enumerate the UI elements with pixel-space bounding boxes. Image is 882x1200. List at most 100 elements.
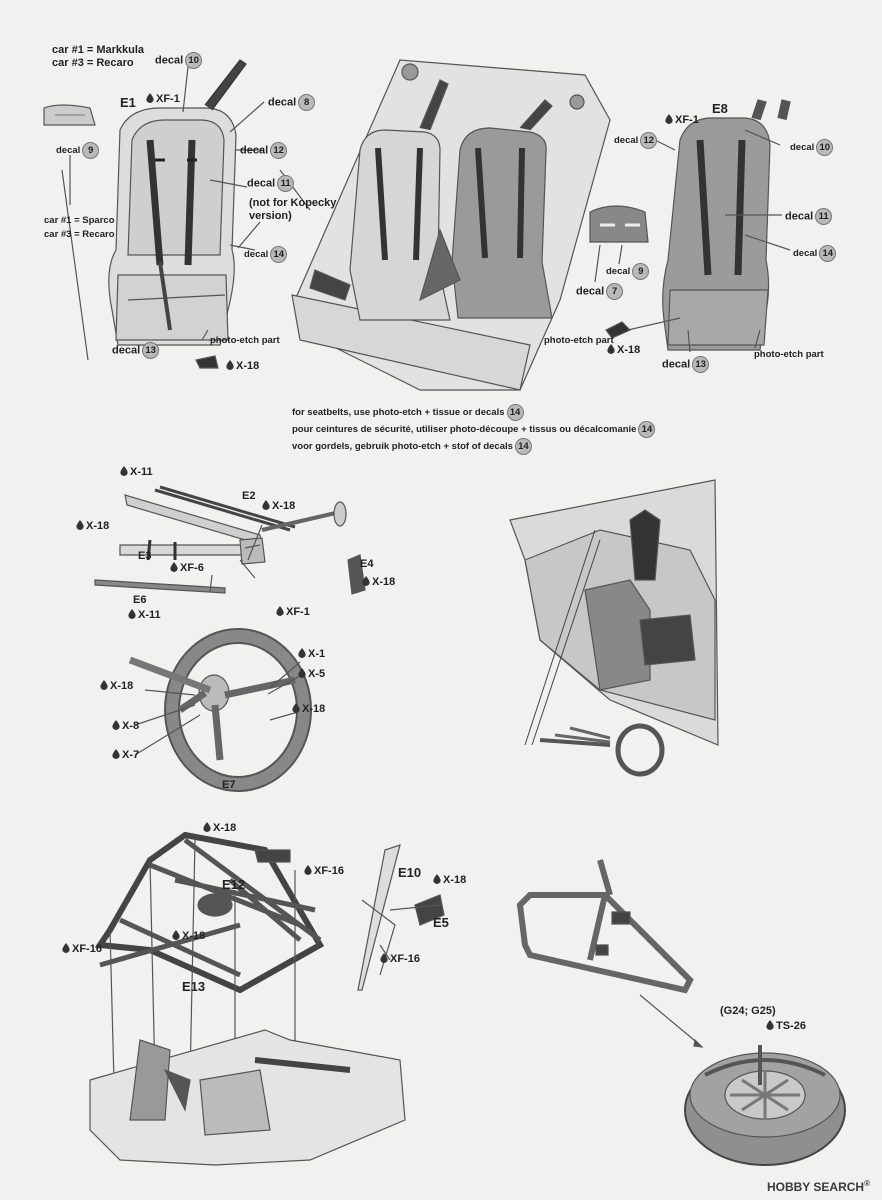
paint-x8: X-8 xyxy=(112,720,139,733)
paint-drop-icon xyxy=(665,114,673,124)
decal-word: decal xyxy=(790,142,815,154)
decal-number-13: 13 xyxy=(692,356,710,373)
car-note-recaro-top: car #3 = Recaro xyxy=(52,57,134,69)
rollcage-drawing xyxy=(89,831,445,1166)
decal-number-10: 10 xyxy=(185,52,203,69)
paint-code: XF-1 xyxy=(675,114,699,126)
paint-drop-icon xyxy=(226,360,234,370)
decal-word: decal xyxy=(793,248,818,260)
paint-xf1-right-callout: XF-1 xyxy=(665,114,699,127)
paint-code: X-18 xyxy=(272,500,296,512)
decal-number-9: 9 xyxy=(82,142,100,159)
seatbelt-note-en: for seatbelts, use photo-etch + tissue o… xyxy=(292,404,655,421)
decal-number-12: 12 xyxy=(640,132,658,149)
decal-number-11: 11 xyxy=(815,208,833,225)
part-e13-label: E13 xyxy=(182,979,206,994)
paint-code: X-18 xyxy=(110,680,134,692)
paint-x18-cage-top: X-18 xyxy=(203,822,236,835)
paint-drop-icon xyxy=(172,930,180,940)
paint-drop-icon xyxy=(203,822,211,832)
paint-x18-right-callout: X-18 xyxy=(607,344,640,357)
paint-drop-icon xyxy=(433,874,441,884)
decal-number-13: 13 xyxy=(142,342,160,359)
paint-code: X-8 xyxy=(122,720,140,732)
paint-drop-icon xyxy=(170,562,178,572)
paint-code: X-18 xyxy=(213,822,237,834)
paint-code: X-7 xyxy=(122,749,140,761)
car-note-markkula: car #1 = Markkula xyxy=(52,44,145,56)
decal-word: decal xyxy=(576,285,605,298)
paint-x18-column: X-18 xyxy=(100,680,133,693)
paint-x18-wheel: X-18 xyxy=(292,703,325,716)
paint-x18-e2: X-18 xyxy=(262,500,295,513)
decal-number-14: 14 xyxy=(270,246,288,263)
paint-code: XF-1 xyxy=(286,606,310,618)
paint-drop-icon xyxy=(304,865,312,875)
paint-code: TS-26 xyxy=(776,1020,806,1032)
part-e5-label: E5 xyxy=(433,915,449,930)
watermark-registered: ® xyxy=(864,1179,870,1188)
not-for-kopecky-line1: (not for Kopecky xyxy=(249,197,337,209)
paint-code: X-18 xyxy=(182,930,206,942)
spare-tire-drawing xyxy=(516,859,846,1166)
paint-drop-icon xyxy=(766,1020,774,1030)
paint-code: X-18 xyxy=(302,703,326,715)
decal-word: decal xyxy=(155,54,184,67)
decal-word: decal xyxy=(244,249,269,261)
part-e8-label: E8 xyxy=(712,101,728,116)
paint-drop-icon xyxy=(76,520,84,530)
seatbelt-note-fr: pour ceintures de sécurité, utiliser pho… xyxy=(292,421,656,438)
decal-number-12: 12 xyxy=(270,142,288,159)
paint-x18-cage-mid: X-18 xyxy=(172,930,205,943)
paint-x11-e6: X-11 xyxy=(128,609,161,622)
decal-word: decal xyxy=(614,135,639,147)
paint-xf16-cage-top: XF-16 xyxy=(304,865,344,878)
paint-drop-icon xyxy=(112,749,120,759)
car-note-sparco: car #1 = Sparco xyxy=(44,215,115,226)
paint-code: XF-16 xyxy=(390,953,420,965)
part-e6-label: E6 xyxy=(133,594,147,606)
paint-drop-icon xyxy=(380,953,388,963)
seat-e8-drawing xyxy=(589,99,791,353)
decal-number-9: 9 xyxy=(632,263,650,280)
decal-number-8: 8 xyxy=(298,94,316,111)
paint-code: XF-16 xyxy=(72,943,102,955)
paint-x18-e5: X-18 xyxy=(433,874,466,887)
decal-word: decal xyxy=(240,144,269,157)
paint-drop-icon xyxy=(607,344,615,354)
paint-drop-icon xyxy=(292,703,300,713)
paint-x5: X-5 xyxy=(298,668,325,681)
paint-code: X-18 xyxy=(617,344,641,356)
seatbelt-note-en-text: for seatbelts, use photo-etch + tissue o… xyxy=(292,407,505,419)
decal-word: decal xyxy=(268,96,297,109)
watermark: HOBBY SEARCH® xyxy=(767,1179,870,1194)
seatbelt-note-nl: voor gordels, gebruik photo-etch + stof … xyxy=(292,438,655,455)
decal-word: decal xyxy=(112,344,141,357)
paint-xf16-e10: XF-16 xyxy=(380,953,420,966)
paint-code: X-11 xyxy=(138,609,161,621)
paint-drop-icon xyxy=(128,609,136,619)
car-note-recaro-side: car #3 = Recaro xyxy=(44,229,115,240)
paint-drop-icon xyxy=(298,668,306,678)
cockpit-seats-drawing xyxy=(291,59,611,391)
paint-drop-icon xyxy=(62,943,70,953)
part-e4-label: E4 xyxy=(360,558,374,570)
paint-code: XF-16 xyxy=(314,865,344,877)
paint-code: X-18 xyxy=(443,874,467,886)
decal-word: decal xyxy=(662,358,691,371)
seatbelt-instructions: for seatbelts, use photo-etch + tissue o… xyxy=(292,404,656,455)
watermark-brand: HOBBY SEARCH xyxy=(766,1180,865,1194)
photo-etch-left-label: photo-etch part xyxy=(210,335,280,346)
paint-drop-icon xyxy=(362,576,370,586)
paint-x18-e4: X-18 xyxy=(362,576,395,589)
